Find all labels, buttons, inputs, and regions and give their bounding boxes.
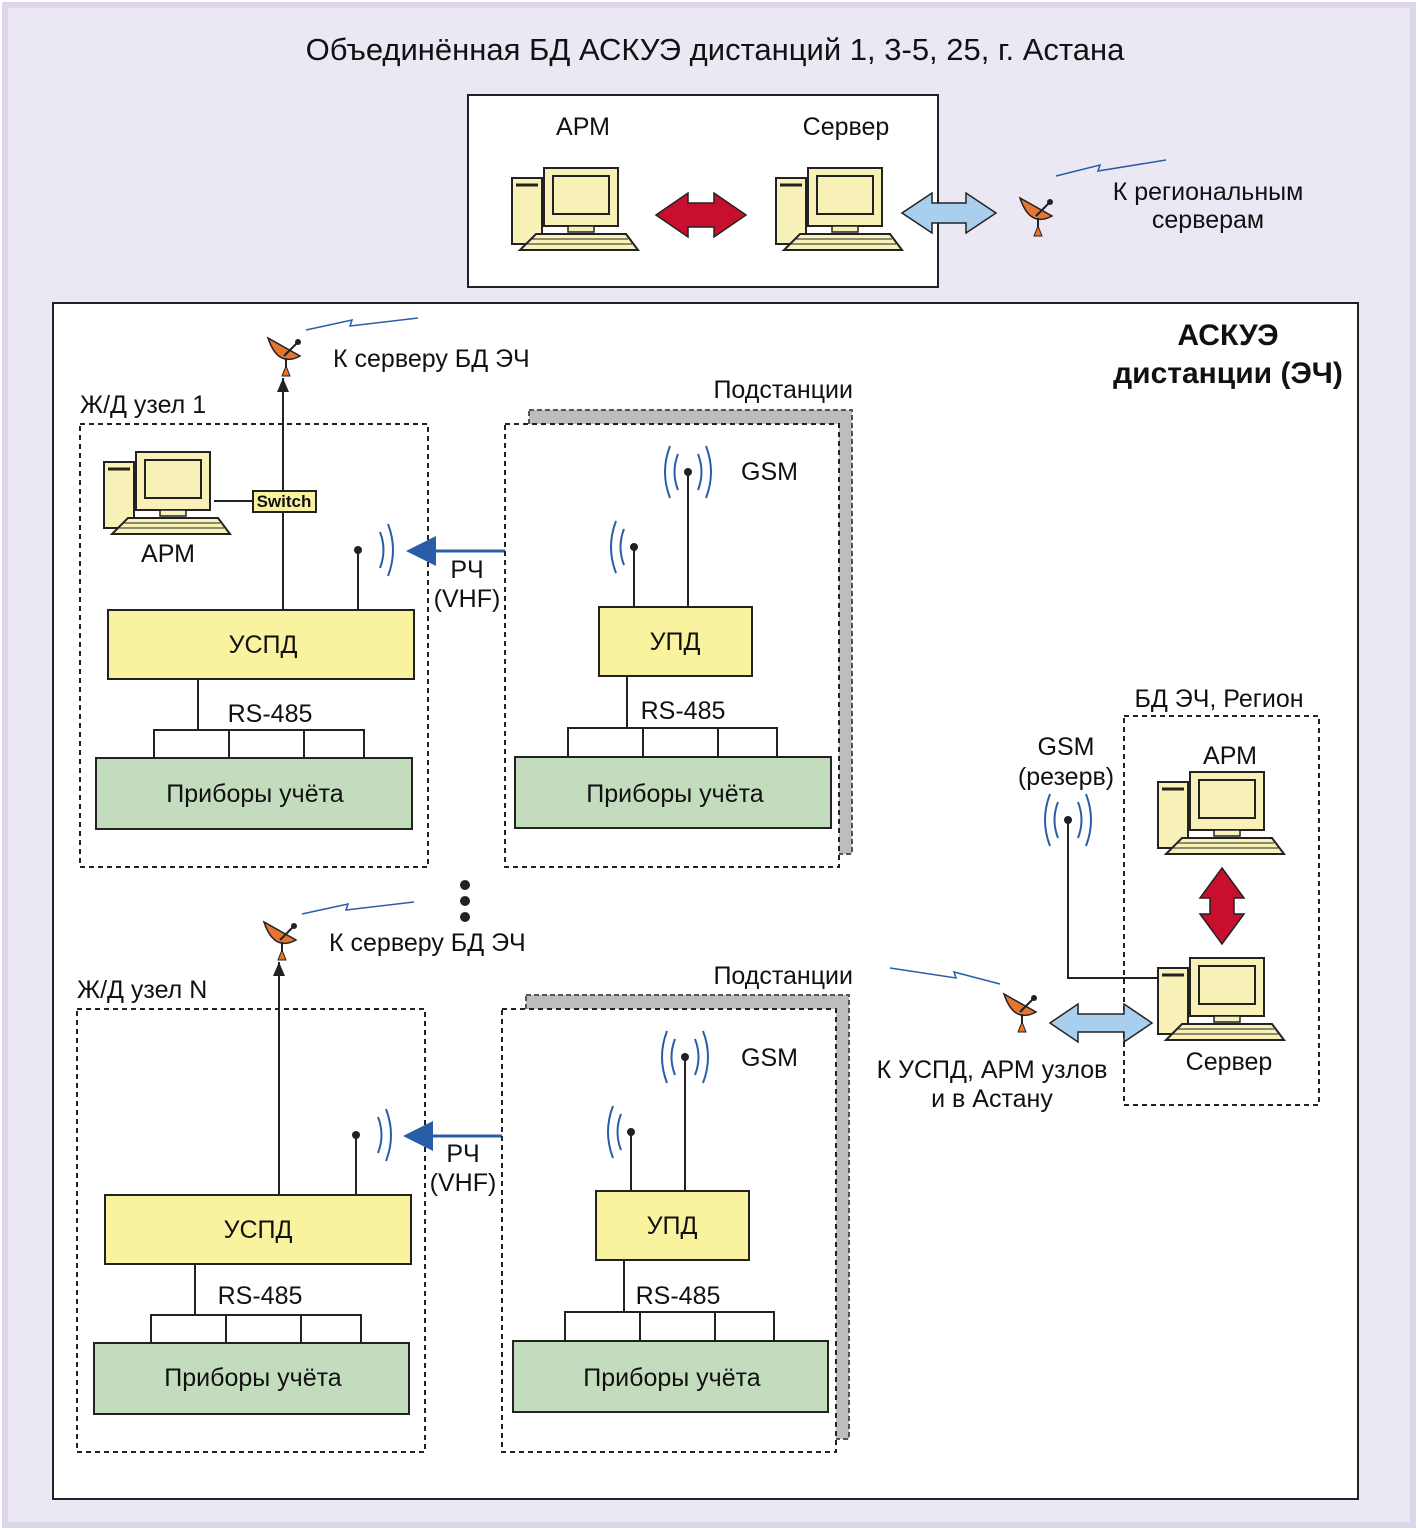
link1-vhf-label: (VHF) — [434, 585, 501, 613]
subN-rs485-label: RS-485 — [636, 1282, 721, 1310]
region-gsm-label: GSM — [1038, 733, 1095, 761]
nodeN-meters-label: Приборы учёта — [164, 1364, 341, 1392]
region-name-label: БД ЭЧ, Регион — [1134, 685, 1303, 713]
region-server-label: Сервер — [1186, 1048, 1273, 1076]
region-radio-signal-icon — [889, 967, 1001, 985]
nodeN-uspd-box — [104, 1194, 412, 1265]
node1-box — [79, 423, 429, 868]
node1-uspd-box — [107, 609, 415, 680]
ellipsis-dot — [460, 880, 470, 890]
sub1-rs485-label: RS-485 — [641, 697, 726, 725]
nodeN-name-label: Ж/Д узел N — [77, 976, 207, 1004]
nodeN-radio-signal-icon — [301, 901, 415, 915]
node1-antenna-tip — [354, 546, 362, 554]
askue-title-1: АСКУЭ — [1177, 319, 1278, 352]
region-gsm-line — [1067, 820, 1158, 979]
nodeN-meters-box — [93, 1342, 410, 1415]
top-server-label: Сервер — [803, 113, 890, 141]
nodeN-bus — [150, 1314, 362, 1343]
sub1-upd-label: УПД — [650, 628, 701, 656]
sub1-bus — [567, 727, 778, 757]
node1-switch-label: Switch — [257, 492, 312, 511]
node1-uplink-arrowhead — [277, 378, 289, 392]
top-blue-arrow-icon — [900, 191, 998, 235]
region-box — [1123, 715, 1320, 1106]
region-red-arrow-icon — [1198, 866, 1246, 946]
sub1-name-label: Подстанции — [713, 376, 853, 404]
subN-gsm-label: GSM — [741, 1044, 798, 1072]
nodeN-uspd-label: УСПД — [224, 1216, 293, 1244]
sub1-gsm-label: GSM — [741, 458, 798, 486]
region-blue-arrow-icon — [1048, 1002, 1154, 1044]
region-to-uspd-label-1: К УСПД, АРМ узлов — [877, 1056, 1108, 1084]
nodeN-rs485-label: RS-485 — [218, 1282, 303, 1310]
subN-meters-label: Приборы учёта — [583, 1364, 760, 1392]
node1-meters-label: Приборы учёта — [166, 780, 343, 808]
linkN-vhf-label: (VHF) — [430, 1169, 497, 1197]
subN-name-label: Подстанции — [713, 962, 853, 990]
ellipsis-dot — [460, 912, 470, 922]
sub1-meters-label: Приборы учёта — [586, 780, 763, 808]
node1-bus — [153, 729, 365, 758]
region-gsm-reserve-label: (резерв) — [1018, 763, 1114, 791]
regional-label-2: серверам — [1152, 206, 1264, 234]
node1-arm-label: АРМ — [141, 540, 195, 568]
top-arm-label: АРМ — [556, 113, 610, 141]
link1-rf-label: РЧ — [450, 556, 483, 584]
subN-upd-label: УПД — [647, 1212, 698, 1240]
node1-name-label: Ж/Д узел 1 — [80, 391, 206, 419]
subN-bus — [564, 1311, 775, 1341]
node1-meters-box — [95, 757, 413, 830]
node1-to-server-label: К серверу БД ЭЧ — [333, 345, 530, 373]
nodeN-to-server-label: К серверу БД ЭЧ — [329, 929, 526, 957]
askue-title-2: дистанции (ЭЧ) — [1113, 357, 1343, 390]
region-to-uspd-label-2: и в Астану — [931, 1085, 1053, 1113]
diagram-title: Объединённая БД АСКУЭ дистанций 1, 3-5, … — [306, 32, 1126, 67]
sub1-upd-box — [598, 606, 753, 677]
subN-upd-box — [595, 1190, 750, 1261]
node1-uspd-label: УСПД — [229, 631, 298, 659]
top-radio-signal-icon — [1055, 159, 1167, 177]
node1-rs485-label: RS-485 — [228, 700, 313, 728]
nodeN-box — [76, 1008, 426, 1453]
node1-radio-signal-icon — [305, 317, 419, 331]
sub1-meters-box — [514, 756, 832, 829]
linkN-rf-label: РЧ — [446, 1140, 479, 1168]
region-arm-label: АРМ — [1203, 742, 1257, 770]
node1-switch-box — [252, 490, 317, 513]
ellipsis-dot — [460, 896, 470, 906]
subN-meters-box — [512, 1340, 829, 1413]
regional-label-1: К региональным — [1113, 178, 1304, 206]
top-red-arrow-icon — [654, 191, 748, 239]
